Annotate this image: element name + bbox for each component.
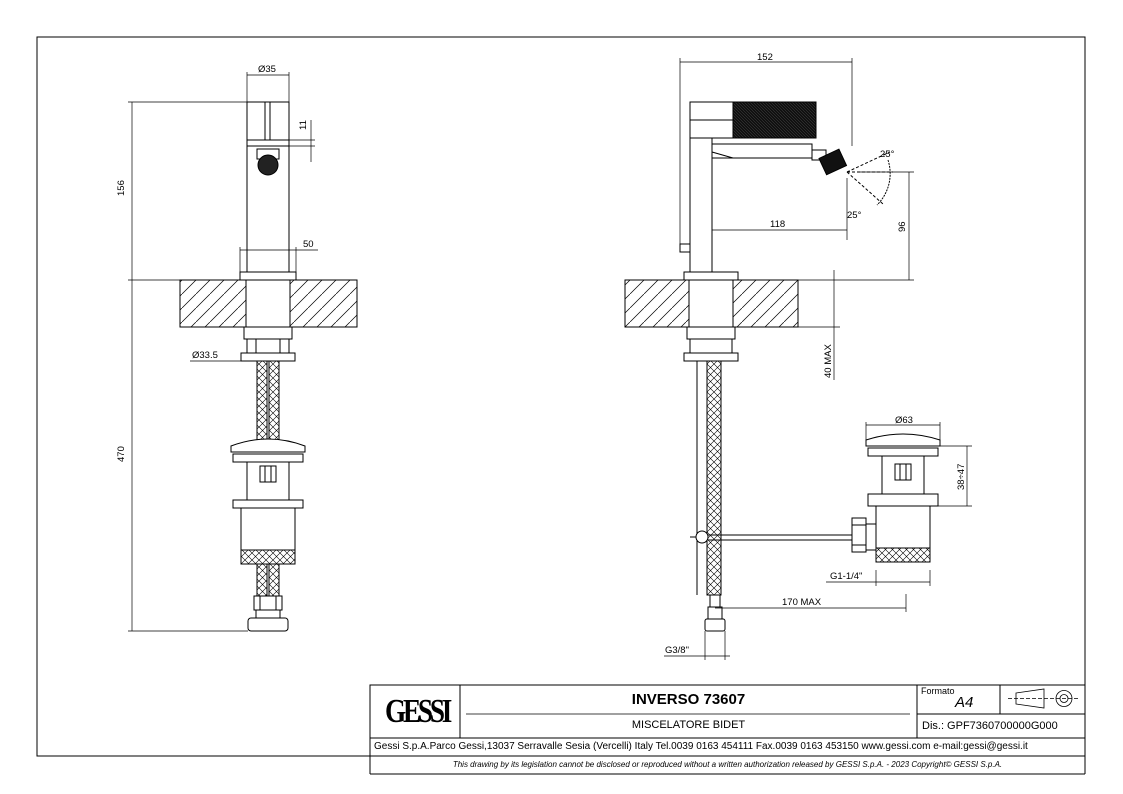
front-hose-left (256, 360, 268, 442)
product-title: INVERSO 73607 (631, 691, 746, 708)
side-view (624, 101, 941, 632)
front-lever-knob (257, 154, 279, 176)
side-dimensions (664, 58, 972, 660)
front-view (179, 101, 358, 632)
front-cap (246, 101, 290, 147)
dim-waste-38-47: 38÷47 (956, 464, 967, 490)
drawing-number: Dis.: GPF7360700000G000 (922, 720, 1058, 732)
dim-side-152: 152 (757, 52, 773, 63)
company-info: Gessi S.p.A.Parco Gessi,13037 Serravalle… (374, 741, 1028, 752)
dim-front-470: 470 (116, 446, 127, 462)
dim-side-96: 96 (897, 221, 908, 232)
dim-front-156: 156 (116, 180, 127, 196)
dim-side-40-max: 40 MAX (823, 344, 834, 378)
dim-front-50: 50 (303, 239, 314, 250)
dim-waste-diameter-63: Ø63 (895, 415, 913, 426)
format-label: Formato (921, 686, 955, 696)
dim-rod-170-max: 170 MAX (782, 597, 822, 608)
dim-hose-thread: G3/8" (665, 645, 689, 656)
third-angle-projection-icon (1008, 688, 1080, 709)
legal-notice: This drawing by its legislation cannot b… (452, 760, 1003, 769)
dim-side-angle-down: 25° (847, 210, 862, 221)
side-body (689, 137, 713, 273)
front-dimensions (128, 72, 318, 632)
front-hose-right (268, 360, 280, 442)
format-value: A4 (955, 694, 974, 711)
dim-front-diameter-35: Ø35 (258, 64, 276, 75)
title-block (369, 684, 1086, 775)
dim-front-11: 11 (298, 120, 309, 130)
side-hose (706, 360, 722, 596)
dim-waste-thread: G1-1/4" (830, 571, 862, 582)
product-subtitle: MISCELATORE BIDET (631, 719, 746, 731)
gessi-logo: GESSI (380, 689, 454, 735)
dim-side-118: 118 (770, 219, 785, 230)
dim-front-diameter-33-5: Ø33.5 (192, 350, 218, 361)
sheet-border (36, 36, 1086, 757)
side-rod-pivot (695, 530, 709, 544)
side-knurled-handle (732, 101, 817, 139)
gessi-logo-text: GESSI (384, 693, 452, 730)
dim-side-angle-up: 25° (880, 149, 895, 160)
